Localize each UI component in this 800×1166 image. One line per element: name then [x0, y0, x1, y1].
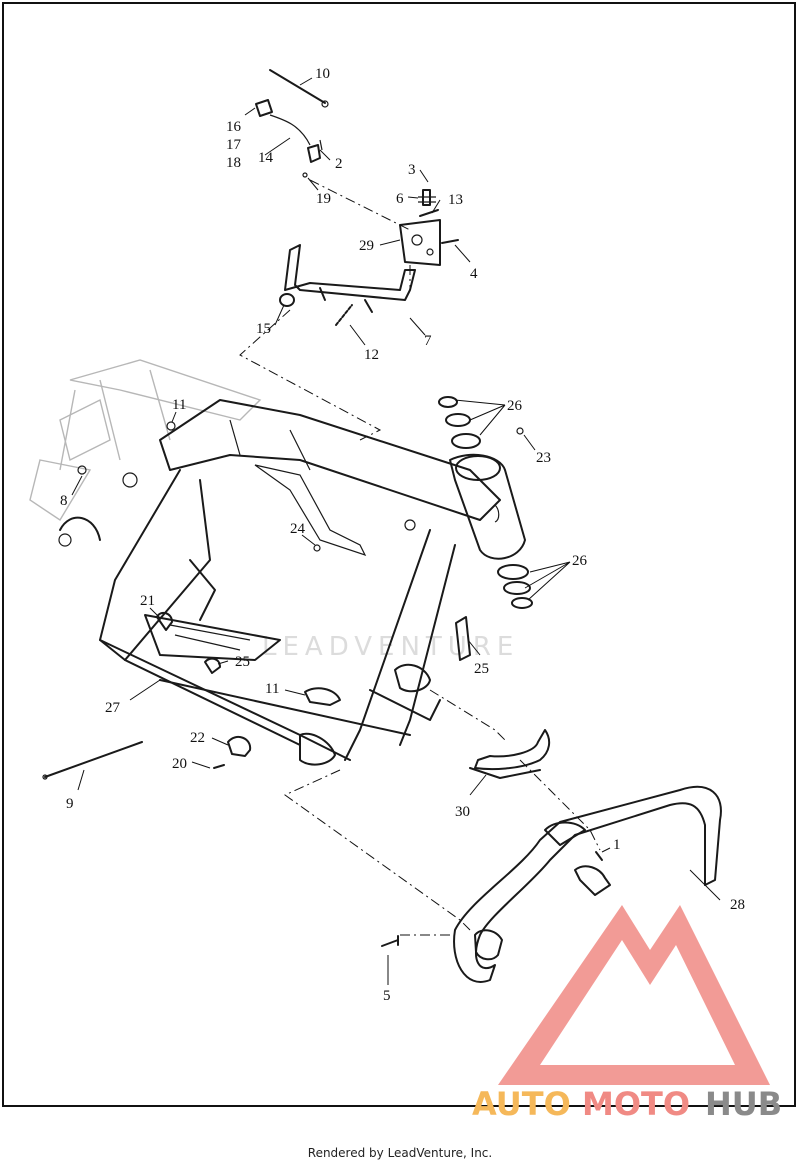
rear-frame-ghost [29, 359, 262, 521]
callout-1: 1 [613, 837, 621, 853]
callout-25-left: 25 [235, 654, 250, 670]
engine-guard [453, 785, 722, 983]
callout-15: 15 [256, 321, 271, 337]
callout-27: 27 [105, 700, 121, 716]
diagram-border [2, 2, 796, 1107]
logo-text-hub: HUB [705, 1085, 782, 1123]
callout-29: 29 [359, 238, 374, 254]
sidestand-bracket [399, 189, 459, 266]
callout-4: 4 [470, 266, 478, 282]
front-bracket [469, 729, 551, 779]
callout-22: 22 [190, 730, 205, 746]
callout-28: 28 [730, 897, 745, 913]
callout-7: 7 [424, 333, 432, 349]
callout-3: 3 [408, 162, 416, 178]
callout-13: 13 [448, 192, 463, 208]
fasteners [42, 421, 603, 947]
logo-text-auto: AUTO [472, 1085, 571, 1123]
logo-text-moto: MOTO [582, 1085, 690, 1123]
callout-11-top: 11 [172, 397, 186, 413]
callout-14: 14 [258, 150, 274, 166]
callout-6: 6 [396, 191, 404, 207]
callout-18: 18 [226, 155, 241, 171]
callout-20: 20 [172, 756, 187, 772]
callout-24: 24 [290, 521, 306, 537]
callout-8: 8 [60, 493, 68, 509]
callout-10: 10 [315, 66, 330, 82]
automotohub-logo: AUTO MOTO HUB [472, 905, 782, 1123]
callout-23: 23 [536, 450, 551, 466]
callout-30: 30 [455, 804, 470, 820]
callout-12: 12 [364, 347, 379, 363]
callout-26-bottom: 26 [572, 553, 588, 569]
main-frame [58, 399, 526, 766]
callout-2: 2 [335, 156, 343, 172]
callout-21: 21 [140, 593, 155, 609]
leadventure-watermark: LEADVENTURE [262, 632, 519, 662]
callout-labels: 10 16 17 18 14 2 19 3 6 13 29 4 15 12 7 … [60, 66, 745, 1004]
callout-17: 17 [226, 137, 242, 153]
callout-9: 9 [66, 796, 74, 812]
callout-11-bottom: 11 [265, 681, 279, 697]
leader-lines [71, 77, 721, 985]
sidestand-leg [279, 244, 416, 326]
assembly-lines [239, 179, 601, 936]
sidestand-sensor [255, 69, 329, 178]
callout-16: 16 [226, 119, 242, 135]
footer-credit: Rendered by LeadVenture, Inc. [307, 1146, 493, 1160]
callout-19: 19 [316, 191, 331, 207]
callout-5: 5 [383, 988, 391, 1004]
callout-26-top: 26 [507, 398, 523, 414]
callout-25-right: 25 [474, 661, 489, 677]
